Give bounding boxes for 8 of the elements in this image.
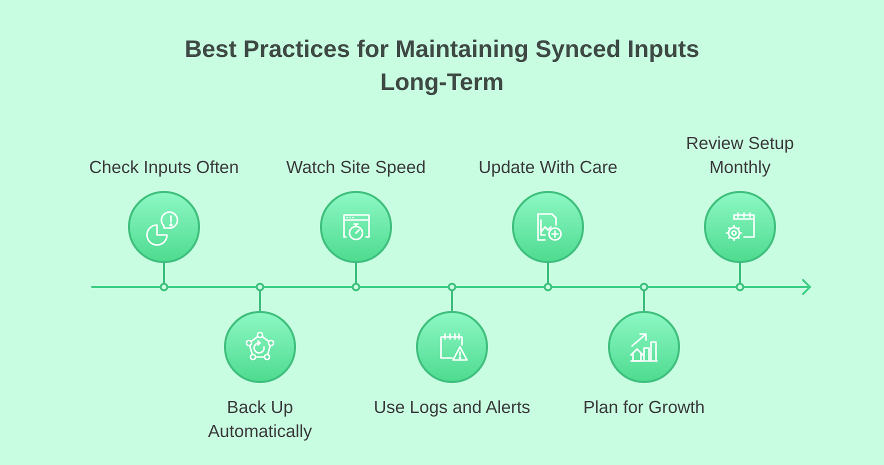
step-label: Review Setup Monthly [685, 132, 795, 179]
step-label: Check Inputs Often [89, 156, 239, 179]
step-label: Watch Site Speed [286, 156, 426, 179]
step-label: Update With Care [478, 156, 618, 179]
step-label: Use Logs and Alerts [374, 396, 530, 419]
step-label: Back Up Automatically [206, 396, 314, 443]
diagram-title: Best Practices for Maintaining Synced Inputs Long-Term [184, 35, 700, 98]
step-label: Plan for Growth [583, 396, 705, 419]
